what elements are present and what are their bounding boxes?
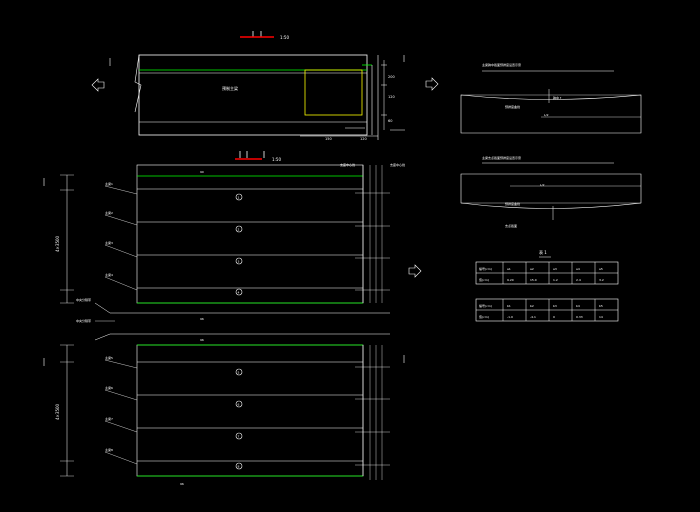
circle-num: 4	[238, 291, 240, 295]
circle-num: 6	[238, 403, 240, 407]
top-dim-1: 200	[388, 75, 395, 79]
t1-v1: 9.20	[507, 278, 514, 282]
section-title-mid: 1:50	[235, 151, 281, 162]
t1-h3: a3	[553, 267, 557, 271]
t2-v3: 0	[553, 315, 555, 319]
section-title-top: 1:50	[240, 31, 289, 40]
circle-mark	[235, 462, 243, 470]
beam-tag: 主梁4	[105, 272, 113, 277]
top-dim-3: 60	[388, 119, 392, 123]
top-plan-view: 预制主梁 200 120 60 150 120	[91, 54, 439, 141]
lane-tag-2: 中央分隔带	[76, 318, 91, 323]
upper-caption: 主梁跨中截面预拱度设置示意	[482, 62, 521, 67]
right-dim-marks-upper	[355, 192, 390, 291]
right-dim-marks-lower	[355, 366, 390, 466]
circle-num: 7	[238, 435, 240, 439]
right-panel-upper: 主梁跨中截面预拱度设置示意 跨中 f 预拱度曲线 L/2	[460, 62, 642, 134]
divider-lines: 中央分隔带 中央分隔带 96 96	[76, 264, 422, 342]
top-dim-5: 120	[360, 137, 367, 141]
right-arrow-icon	[425, 77, 439, 91]
coefficient-table: 表 1 编号(cm) a1 a2 a3 a4 a5 值(cm) 9.20 15.…	[475, 249, 619, 322]
mid-elevation-upper: 90 1 2 3 4 主梁1 主梁2 主梁3 主梁4 支座中心线 支座中心线	[43, 162, 405, 304]
lower-caption: 主梁支点截面预拱度设置示意	[482, 155, 521, 160]
t2-h3: b3	[553, 304, 557, 308]
top-scale-label: 1:50	[280, 35, 289, 40]
t2-v1: -1.0	[507, 315, 513, 319]
lower-dim: L/2	[540, 183, 545, 187]
circle-mark	[235, 400, 243, 408]
top-dim-4: 150	[325, 137, 332, 141]
t2-h1: b1	[507, 304, 511, 308]
circle-mark	[235, 193, 243, 201]
circle-mark	[235, 225, 243, 233]
t1-v4: 2.4	[576, 278, 581, 282]
t1-h1: a1	[507, 267, 511, 271]
circle-mark	[235, 288, 243, 296]
beam-tag: 主梁8	[105, 447, 113, 452]
circle-num: 8	[238, 465, 240, 469]
t1-h2: a2	[530, 267, 534, 271]
bearing-note-upper: 90	[200, 170, 204, 174]
t2-h5: b5	[599, 304, 603, 308]
t2-v2: -4.1	[530, 315, 536, 319]
circle-num: 5	[238, 371, 240, 375]
table-title: 表 1	[539, 249, 547, 255]
right-arrow-icon-2	[408, 264, 422, 278]
t1-h4: a4	[576, 267, 580, 271]
bearing-tag-1: 支座中心线	[340, 162, 355, 167]
beam-tags-lower: 主梁5 主梁6 主梁7 主梁8	[104, 355, 138, 465]
circle-mark	[235, 257, 243, 265]
t1-h0: 编号(cm)	[479, 266, 492, 271]
beam-tag: 主梁3	[105, 240, 113, 245]
bottom-note: 96	[180, 482, 184, 486]
beam-tag: 主梁5	[105, 355, 113, 360]
t1-v5: 3.2	[599, 278, 604, 282]
lane-tag-1: 中央分隔带	[76, 297, 91, 302]
circle-num: 1	[238, 196, 240, 200]
circle-mark	[235, 432, 243, 440]
beam-tag: 主梁1	[105, 181, 113, 186]
circle-num: 2	[238, 228, 240, 232]
t2-h4: b4	[576, 304, 580, 308]
panel-label: 预制主梁	[222, 85, 238, 91]
t1-v0: 值(cm)	[479, 277, 489, 282]
t2-v4: 0.33	[576, 315, 583, 319]
beam-tag: 主梁7	[105, 416, 113, 421]
beam-tag: 主梁6	[105, 385, 113, 390]
upper-note: 预拱度曲线	[505, 104, 520, 109]
circle-mark	[235, 368, 243, 376]
mid-note-2: 96	[200, 338, 204, 342]
top-dim-2: 120	[388, 95, 395, 99]
t1-h5: a5	[599, 267, 603, 271]
bearing-tag-2: 支座中心线	[390, 162, 405, 167]
upper-dim: 跨中 f	[553, 95, 562, 100]
left-arrow-icon	[91, 78, 105, 92]
mid-elevation-lower: 5 6 7 8 主梁5 主梁6 主梁7 主梁8 4×3500	[43, 344, 405, 486]
right-panel-lower: 主梁支点截面预拱度设置示意 L/2 预拱度曲线 支点截面	[460, 155, 642, 228]
beam-tag: 主梁2	[105, 210, 113, 215]
lower-sub: 支点截面	[505, 223, 517, 228]
left-dim-total-upper: 4×3500	[55, 235, 60, 252]
circle-num: 3	[238, 260, 240, 264]
t2-v0: 值(cm)	[479, 314, 489, 319]
t2-v5: 14	[599, 315, 603, 319]
t1-v3: 1.2	[553, 278, 558, 282]
upper-sub: L/2	[544, 113, 549, 117]
mid-scale-label: 1:50	[272, 157, 281, 162]
beam-tags-upper: 主梁1 主梁2 主梁3 主梁4	[104, 181, 138, 291]
t2-h0: 编号(cm)	[479, 303, 492, 308]
t1-v2: 15.0	[530, 278, 537, 282]
mid-note: 96	[200, 317, 204, 321]
left-dim-total-lower: 4×3500	[55, 403, 60, 420]
lower-note: 预拱度曲线	[505, 201, 520, 206]
t2-h2: b2	[530, 304, 534, 308]
